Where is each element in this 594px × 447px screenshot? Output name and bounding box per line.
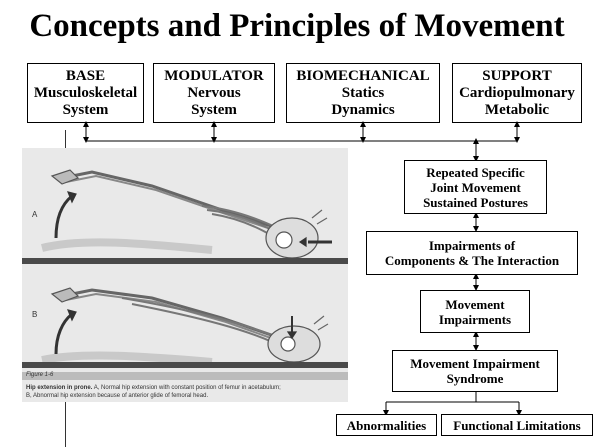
panel-a-drawing [42,170,332,258]
repeated-line-2: Joint Movement [430,180,521,195]
movement-impairments-box: Movement Impairments [420,290,530,333]
slide-title: Concepts and Principles of Movement [0,6,594,46]
figure-number: Figure 1-6 [26,372,53,378]
movement-impairments-line-1: Movement [445,297,504,312]
modulator-box: MODULATOR Nervous System [153,63,275,123]
base-line-3: System [63,102,109,119]
functional-limitations-box: Functional Limitations [441,414,593,436]
biomechanical-line-1: BIOMECHANICAL [296,68,429,85]
figure-caption: Hip extension in prone. A, Normal hip ex… [26,384,346,400]
modulator-line-3: System [191,102,237,119]
biomechanical-line-3: Dynamics [331,102,394,119]
biomechanical-box: BIOMECHANICAL Statics Dynamics [286,63,440,123]
hip-extension-figure: A B Figure 1-6 Hip extension in prone. A… [22,148,348,402]
repeated-movement-box: Repeated Specific Joint Movement Sustain… [404,160,547,214]
panel-b-drawing [42,288,328,362]
abnormalities-label: Abnormalities [347,418,426,433]
support-box: SUPPORT Cardiopulmonary Metabolic [452,63,582,123]
panel-b-label: B [32,310,37,319]
support-line-3: Metabolic [485,102,549,119]
syndrome-box: Movement Impairment Syndrome [392,350,558,392]
repeated-line-1: Repeated Specific [426,165,525,180]
hip-extension-illustration [22,148,348,402]
syndrome-line-2: Syndrome [447,371,504,386]
caption-a: A, Normal hip extension with constant po… [94,385,281,391]
support-line-1: SUPPORT [482,68,551,85]
base-box: BASE Musculoskeletal System [27,63,144,123]
impairments-line-2: Components & The Interaction [385,253,559,268]
functional-limitations-label: Functional Limitations [453,418,581,433]
modulator-line-1: MODULATOR [164,68,263,85]
repeated-line-3: Sustained Postures [423,195,528,210]
syndrome-line-1: Movement Impairment [410,356,540,371]
caption-rule [22,372,348,380]
impairments-line-1: Impairments of [429,238,515,253]
caption-title: Hip extension in prone. [26,385,92,391]
modulator-line-2: Nervous [187,85,240,102]
base-line-1: BASE [66,68,105,85]
impairments-components-box: Impairments of Components & The Interact… [366,231,578,275]
abnormalities-box: Abnormalities [336,414,437,436]
movement-impairments-line-2: Impairments [439,312,511,327]
caption-b: B, Abnormal hip extension because of ant… [26,393,208,399]
panel-a-label: A [32,210,37,219]
support-line-2: Cardiopulmonary [459,85,575,102]
base-line-2: Musculoskeletal [34,85,137,102]
biomechanical-line-2: Statics [342,85,385,102]
